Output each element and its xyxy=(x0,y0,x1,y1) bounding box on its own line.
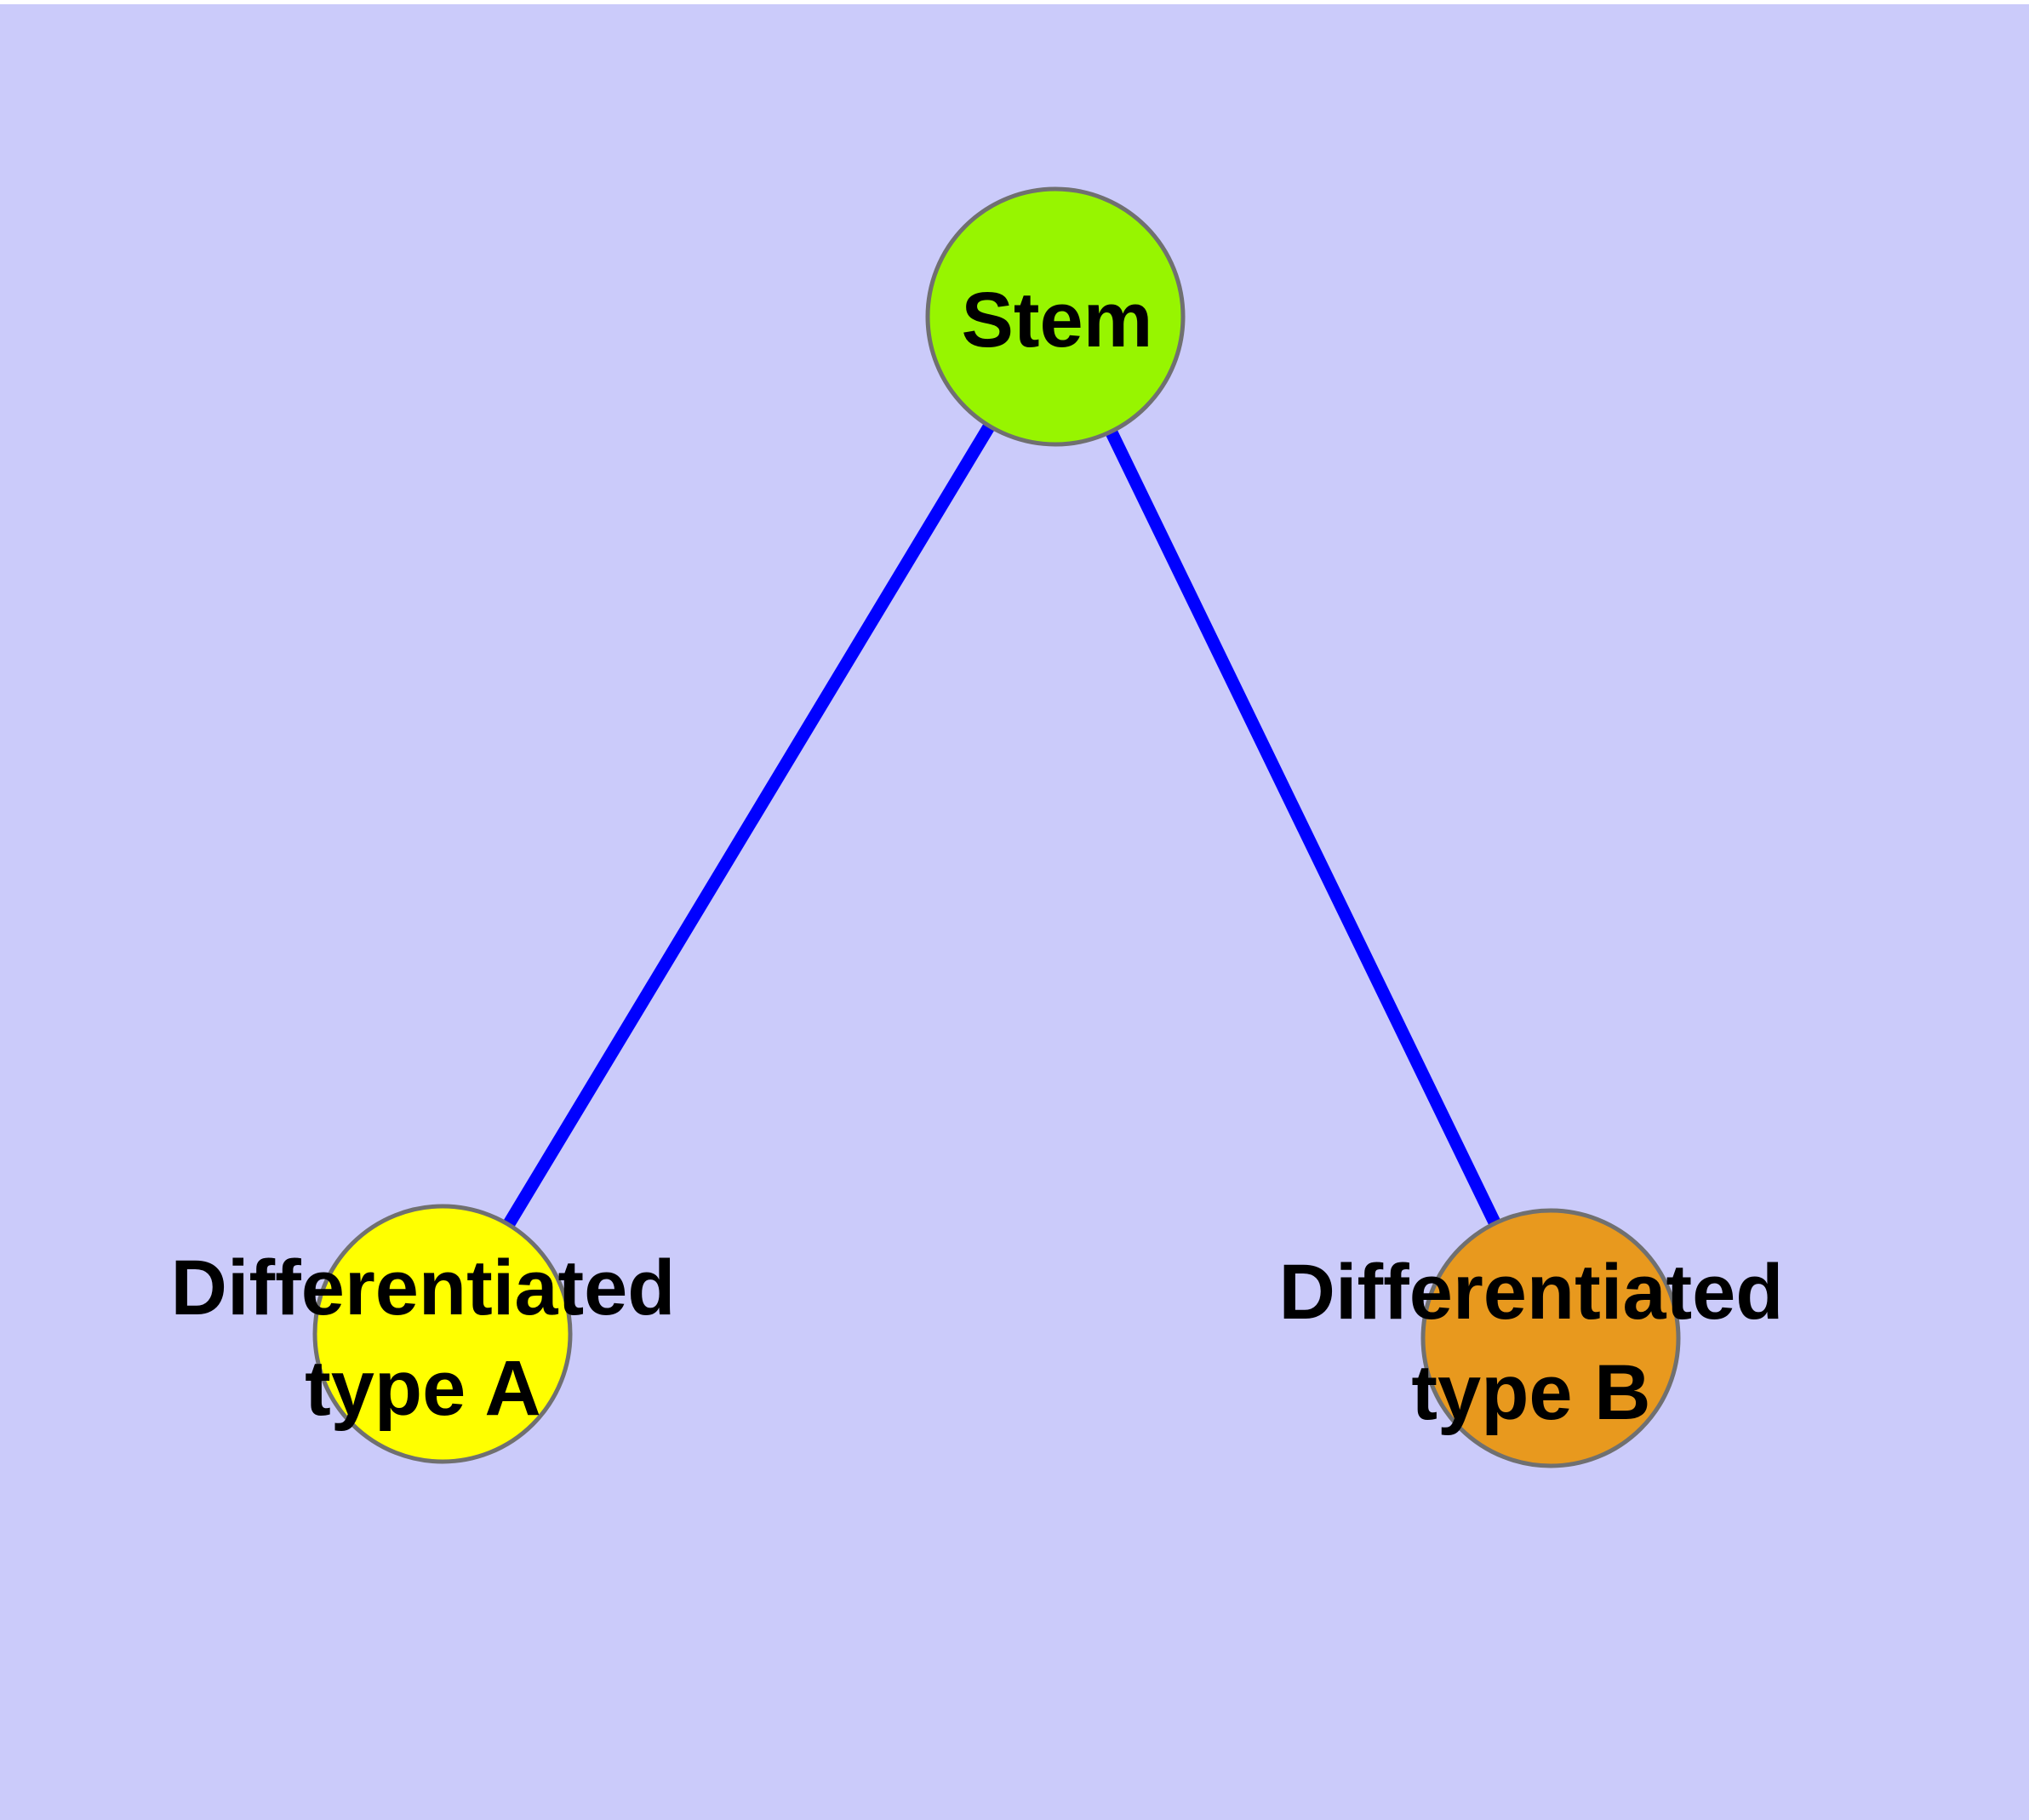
node-stem xyxy=(925,186,1186,447)
node-stem-label: Stem xyxy=(961,277,1153,363)
edge-stem-to-type-a xyxy=(437,313,1061,1337)
node-differentiated-type-a xyxy=(312,1204,573,1464)
edge-stem-to-type-b xyxy=(1049,313,1557,1342)
node-differentiated-type-b xyxy=(1420,1208,1681,1468)
top-border xyxy=(0,0,2029,4)
node-differentiated-type-a-label: Differentiated type A xyxy=(170,1245,676,1432)
node-differentiated-type-b-label: Differentiated type B xyxy=(1278,1249,1784,1436)
